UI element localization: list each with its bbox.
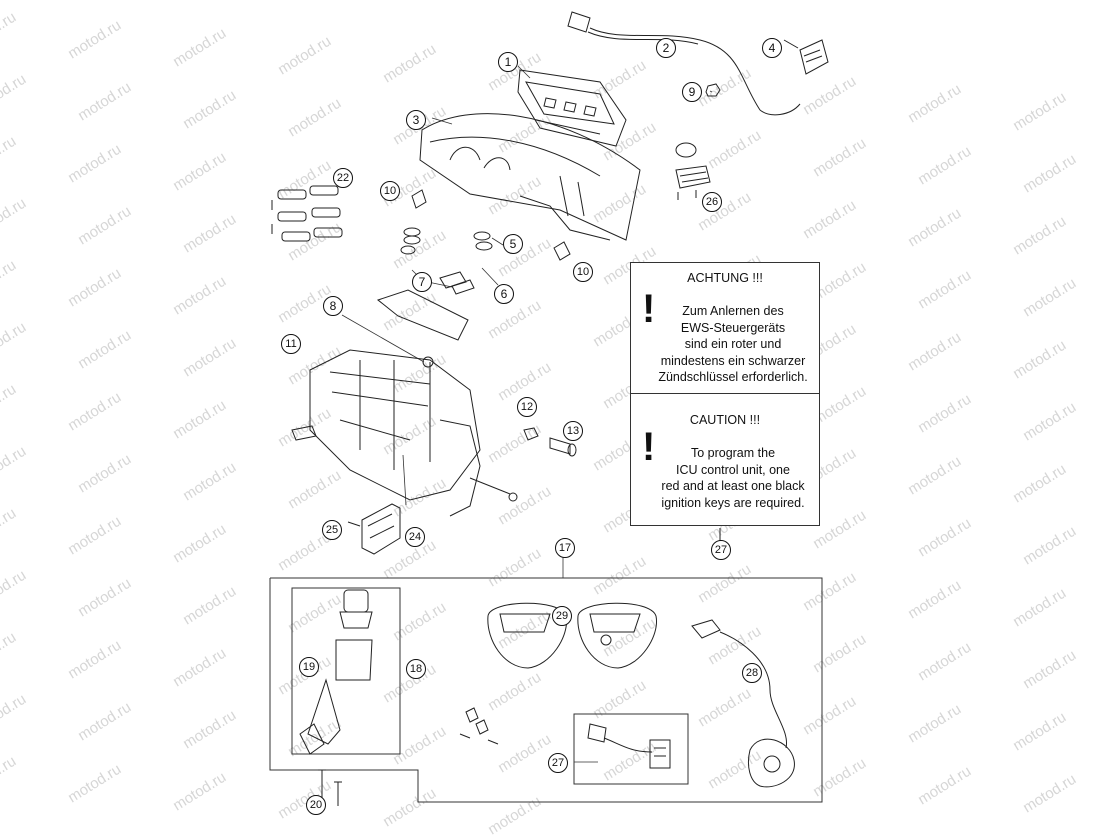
callout-27b: 27	[548, 753, 568, 773]
notice-title-en: CAUTION !!!	[689, 413, 761, 427]
keys-29	[487, 602, 657, 669]
screws-20	[318, 769, 342, 806]
callout-29: 29	[552, 606, 572, 626]
instrument-cluster	[517, 69, 627, 147]
terminals	[459, 707, 499, 745]
bracket-10a	[411, 189, 427, 209]
callout-7: 7	[412, 272, 432, 292]
grommet-26	[675, 142, 711, 200]
notice-de-line: Zündschlüssel erforderlich.	[658, 370, 808, 384]
callout-19: 19	[299, 657, 319, 677]
callout-18: 18	[406, 659, 426, 679]
notice-de-line: EWS-Steuergeräts	[680, 320, 786, 335]
callout-6: 6	[494, 284, 514, 304]
callout-12: 12	[517, 397, 537, 417]
callout-8: 8	[323, 296, 343, 316]
headlight-frame-11	[291, 289, 518, 517]
wiring-harness-2	[567, 11, 801, 116]
callout-25: 25	[322, 520, 342, 540]
callout-17: 17	[555, 538, 575, 558]
rubber-dampers	[400, 227, 493, 295]
antenna-28	[691, 619, 795, 788]
holder-24-screw-25	[347, 503, 401, 555]
callout-5: 5	[503, 234, 523, 254]
adapter-cable-27	[587, 723, 671, 769]
callout-9: 9	[682, 82, 702, 102]
callout-11: 11	[281, 334, 301, 354]
notice-de-line: mindestens ein schwarzer	[660, 353, 806, 368]
notice-text-en: To program the ICU control unit, one red…	[653, 445, 813, 511]
callout-4: 4	[762, 38, 782, 58]
notice-en-line: red and at least one black	[661, 479, 805, 493]
notice-de-line: Zum Anlernen des	[682, 304, 784, 318]
notice-de-line: sind ein roter und	[684, 337, 782, 351]
notice-title-de: ACHTUNG !!!	[687, 271, 763, 285]
callout-10b: 10	[573, 262, 593, 282]
callout-13: 13	[563, 421, 583, 441]
notice-en-line: To program the	[690, 446, 776, 460]
ignition-lock-box	[291, 587, 401, 755]
ignition-kit-outline	[269, 577, 823, 803]
fuses-22	[271, 185, 343, 242]
callout-1: 1	[498, 52, 518, 72]
callout-28: 28	[742, 663, 762, 683]
exclamation-icon: !	[642, 287, 656, 331]
adapter-cable-box	[573, 713, 689, 785]
callout-27a: 27	[711, 540, 731, 560]
callout-10a: 10	[380, 181, 400, 201]
notice-box: ACHTUNG !!! ! Zum Anlernen des EWS-Steue…	[630, 262, 820, 526]
nut-9	[705, 83, 721, 97]
notice-en-line: ICU control unit, one	[676, 462, 790, 477]
bracket-10b	[553, 241, 571, 261]
callout-3: 3	[406, 110, 426, 130]
callout-22: 22	[333, 168, 353, 188]
control-module-4	[783, 39, 829, 75]
notice-text-de: Zum Anlernen des EWS-Steuergeräts sind e…	[653, 303, 813, 386]
callout-20: 20	[306, 795, 326, 815]
exclamation-icon: !	[642, 425, 656, 469]
callout-26: 26	[702, 192, 722, 212]
notice-divider	[631, 393, 819, 394]
ignition-lock-19	[299, 589, 373, 755]
callout-2: 2	[656, 38, 676, 58]
nut-12-bushing-13	[523, 427, 577, 457]
headlight-mask	[419, 113, 641, 241]
notice-en-line: ignition keys are required.	[661, 495, 805, 510]
callout-24: 24	[405, 527, 425, 547]
